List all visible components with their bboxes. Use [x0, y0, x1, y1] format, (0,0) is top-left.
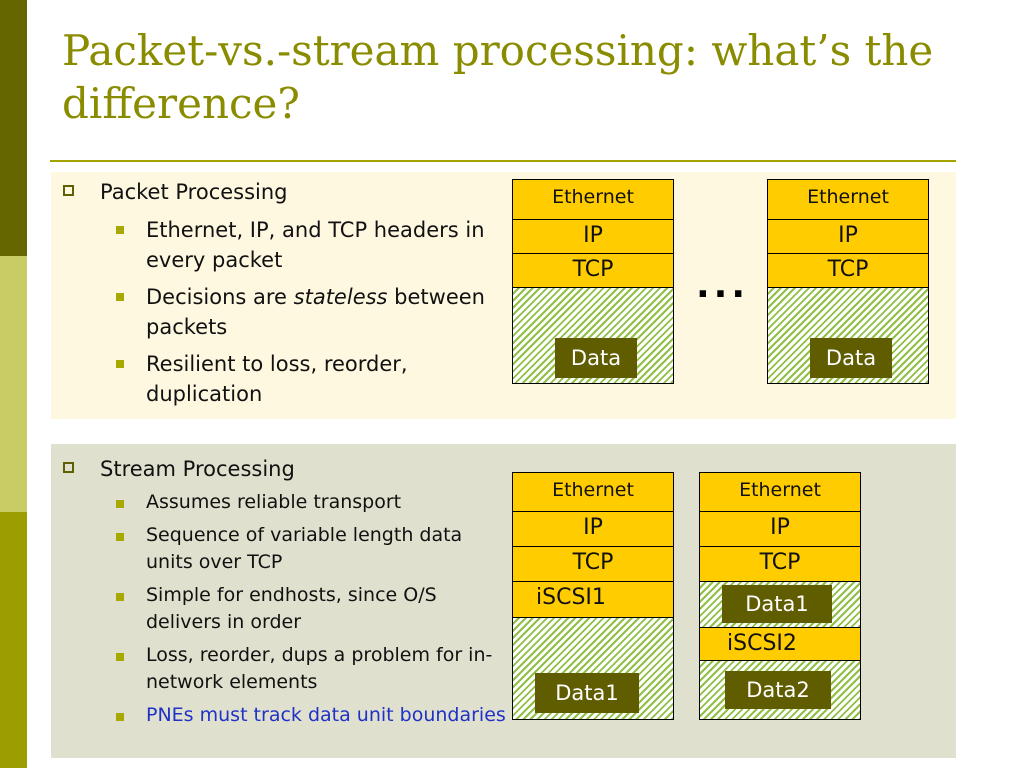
ethernet-header: Ethernet	[768, 180, 928, 220]
stream-bullet: Simple for endhosts, since O/S delivers …	[116, 582, 506, 636]
ellipsis: ...	[696, 265, 750, 306]
ethernet-header: Ethernet	[513, 473, 673, 512]
slide-title: Packet-vs.-stream processing: what’s the…	[62, 26, 934, 128]
packet-processing-heading: Packet Processing	[63, 179, 288, 205]
square-bullet-icon	[116, 500, 124, 508]
packet-bullet-text-start: Decisions are	[146, 285, 294, 309]
sidebar-segment-dark	[0, 0, 27, 256]
packet-heading-text: Packet Processing	[100, 180, 288, 204]
stream-bullet-highlight: PNEs must track data unit boundaries	[116, 702, 506, 729]
stream-bullet-text: Simple for endhosts, since O/S delivers …	[146, 584, 437, 633]
packet-bullet-text: Resilient to loss, reorder, duplication	[146, 352, 408, 406]
square-bullet-icon	[116, 653, 124, 661]
title-divider	[50, 160, 956, 162]
ip-header: IP	[700, 512, 860, 547]
packet-bullet-text-end: between packets	[146, 285, 485, 339]
square-bullet-icon	[116, 226, 124, 234]
stream-bullet: Loss, reorder, dups a problem for in-net…	[116, 642, 506, 696]
stream-heading-text: Stream Processing	[100, 457, 295, 481]
square-bullet-icon	[116, 360, 124, 368]
sidebar-segment-light	[0, 256, 27, 512]
packet-bullet: Ethernet, IP, and TCP headers in every p…	[116, 215, 506, 275]
ethernet-header: Ethernet	[700, 473, 860, 512]
stream-processing-heading: Stream Processing	[63, 456, 295, 482]
ip-header: IP	[768, 220, 928, 254]
packet-stack-1: Ethernet IP TCP Data	[512, 179, 674, 384]
square-bullet-icon	[116, 713, 124, 721]
stream-bullet-text: Assumes reliable transport	[146, 491, 402, 513]
tcp-header: TCP	[513, 547, 673, 582]
stream-bullet-text: Sequence of variable length data units o…	[146, 524, 463, 573]
data2-label: Data2	[725, 671, 831, 709]
stream-stack-2: Ethernet IP TCP Data1 iSCSI2 Data2	[699, 472, 861, 720]
stream-bullet: Assumes reliable transport	[116, 489, 506, 516]
stream-bullet-text: Loss, reorder, dups a problem for in-net…	[146, 644, 493, 693]
stream-bullet-text: PNEs must track data unit boundaries	[146, 704, 506, 726]
iscsi-header: iSCSI1	[513, 582, 673, 618]
tcp-header: TCP	[513, 254, 673, 288]
stream-stack-1: Ethernet IP TCP iSCSI1 Data1	[512, 472, 674, 720]
square-bullet-icon	[116, 293, 124, 301]
sidebar-segment-mid	[0, 512, 27, 768]
tcp-header: TCP	[768, 254, 928, 288]
packet-bullet-text: Ethernet, IP, and TCP headers in every p…	[146, 218, 485, 272]
packet-bullet-emphasis: stateless	[293, 285, 388, 309]
tcp-header: TCP	[700, 547, 860, 582]
data1-label: Data1	[535, 673, 639, 713]
ip-header: IP	[513, 512, 673, 547]
data-label: Data	[810, 338, 892, 378]
packet-stack-2: Ethernet IP TCP Data	[767, 179, 929, 384]
packet-bullet: Decisions are stateless between packets	[116, 282, 506, 342]
iscsi-header: iSCSI2	[700, 627, 860, 661]
stream-bullet: Sequence of variable length data units o…	[116, 522, 506, 576]
packet-bullet: Resilient to loss, reorder, duplication	[116, 349, 506, 409]
square-bullet-icon	[116, 533, 124, 541]
decorative-sidebar	[0, 0, 27, 768]
hollow-square-bullet-icon	[63, 185, 74, 196]
ethernet-header: Ethernet	[513, 180, 673, 220]
hollow-square-bullet-icon	[63, 462, 74, 473]
square-bullet-icon	[116, 593, 124, 601]
data-label: Data	[555, 338, 637, 378]
data1-continuation-label: Data1	[722, 585, 832, 623]
ip-header: IP	[513, 220, 673, 254]
